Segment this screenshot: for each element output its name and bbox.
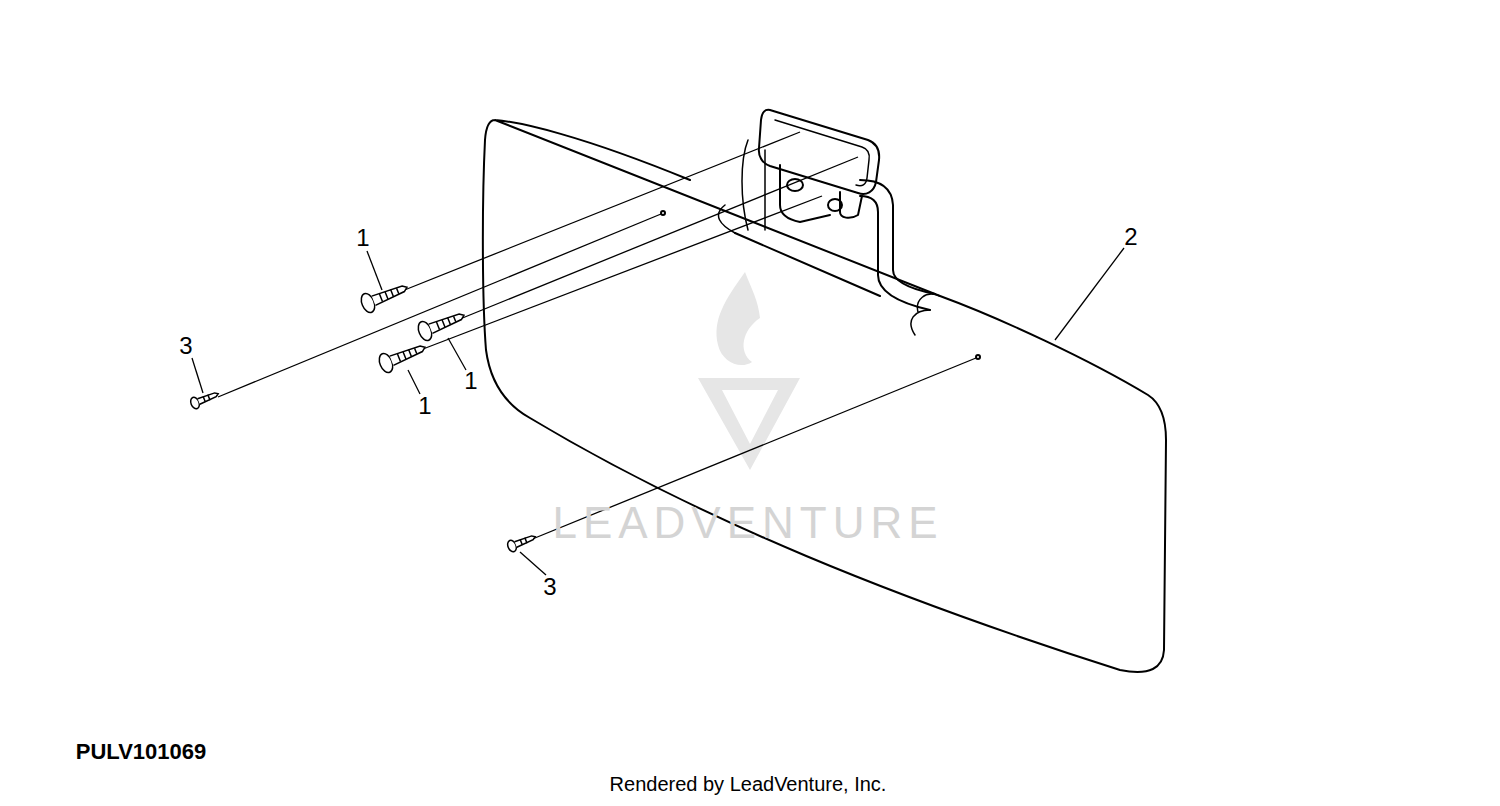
callout-number: 1 [356,226,369,250]
figure-id: PULV101069 [76,741,206,763]
callout-number: 1 [464,369,477,393]
callout-number: 3 [179,334,192,358]
callout-number: 2 [1124,225,1137,249]
watermark: LEADVENTURE [552,501,943,545]
leader-lines [192,248,1124,575]
callout-number: 1 [418,394,431,418]
screws [189,278,537,553]
watermark-logo [698,272,800,470]
callout-number: 3 [543,575,556,599]
mirror-arm [860,180,935,310]
render-credit: Rendered by LeadVenture, Inc. [610,774,887,794]
mirror-outline [483,120,1166,672]
bracket-plate [759,110,879,194]
